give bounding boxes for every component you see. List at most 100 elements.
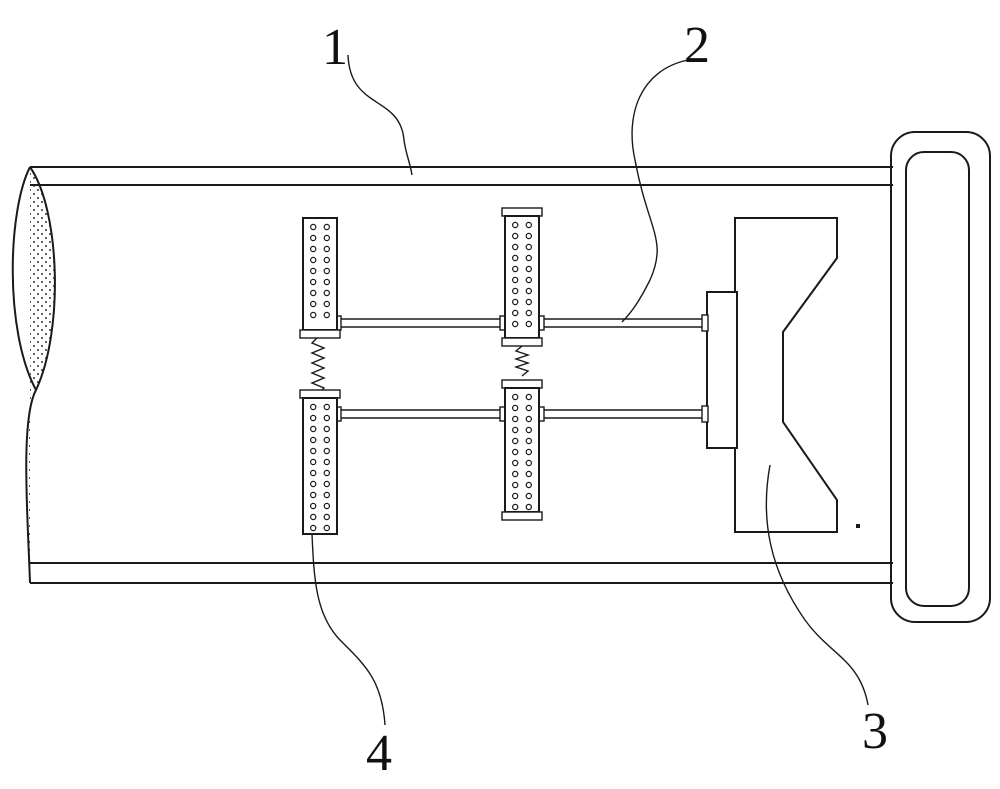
perforation-hole <box>512 298 519 306</box>
perforation-hole <box>512 448 519 456</box>
perforation-hole <box>323 513 330 521</box>
perforation-hole <box>310 414 317 422</box>
perforation-hole <box>512 481 519 489</box>
pad-block-bottom-right <box>501 379 543 521</box>
perforation-hole <box>525 287 533 295</box>
perforation-hole <box>323 403 330 411</box>
perforation-hole <box>323 447 330 455</box>
perforation-hole <box>323 300 330 308</box>
perforation-hole <box>310 491 317 499</box>
main-tube <box>30 166 893 584</box>
perforation-hole <box>525 393 533 401</box>
perforation-hole <box>512 320 519 328</box>
perforation-hole <box>310 425 317 433</box>
perforation-hole <box>525 320 533 328</box>
perforation-hole <box>512 309 519 317</box>
perforation-hole <box>512 426 519 434</box>
perforation-hole <box>525 265 533 273</box>
label-1: 1 <box>322 19 348 76</box>
perforation-hole <box>525 232 533 240</box>
perforation-hole <box>323 234 330 242</box>
perforation-hole <box>310 256 317 264</box>
perforation-hole <box>525 448 533 456</box>
label-2: 2 <box>684 17 710 74</box>
perforation-hole <box>323 245 330 253</box>
perforation-hole <box>310 436 317 444</box>
perforation-hole <box>512 287 519 295</box>
label-3: 3 <box>862 703 888 760</box>
perforation-hole <box>310 289 317 297</box>
perforation-hole <box>525 276 533 284</box>
perforation-hole <box>323 502 330 510</box>
perforation-hole <box>310 502 317 510</box>
perforation-hole <box>525 437 533 445</box>
perforation-hole <box>512 221 519 229</box>
perforation-hole <box>525 470 533 478</box>
springs <box>310 336 531 395</box>
perforation-hole <box>512 393 519 401</box>
perforation-hole <box>310 469 317 477</box>
perforation-hole <box>310 267 317 275</box>
perforation-hole <box>323 425 330 433</box>
pad-block-top-left <box>299 217 341 339</box>
perforation-hole <box>323 469 330 477</box>
perforation-hole <box>525 309 533 317</box>
perforation-hole <box>323 491 330 499</box>
perforation-hole <box>310 458 317 466</box>
perforation-hole <box>323 278 330 286</box>
clamp-block <box>706 217 838 533</box>
perforation-hole <box>310 480 317 488</box>
perforation-hole <box>310 403 317 411</box>
perforation-hole <box>310 447 317 455</box>
perforation-hole <box>310 524 317 532</box>
perforation-hole <box>310 311 317 319</box>
perforation-hole <box>512 232 519 240</box>
perforation-hole <box>525 481 533 489</box>
perforation-hole <box>525 404 533 412</box>
perforation-hole <box>525 492 533 500</box>
leader-lines <box>311 54 869 726</box>
pad-block-bottom-left <box>299 389 341 535</box>
perforation-hole <box>525 426 533 434</box>
perforation-hole <box>323 256 330 264</box>
perforation-hole <box>525 415 533 423</box>
perforation-hole <box>323 524 330 532</box>
handle <box>890 131 991 623</box>
perforation-hole <box>525 221 533 229</box>
small-mark <box>856 524 860 528</box>
perforation-hole <box>323 289 330 297</box>
perforation-hole <box>323 311 330 319</box>
perforation-hole <box>512 243 519 251</box>
perforation-hole <box>512 459 519 467</box>
perforation-hole <box>323 223 330 231</box>
perforation-hole <box>512 276 519 284</box>
perforation-hole <box>512 254 519 262</box>
perforation-hole <box>512 470 519 478</box>
perforation-hole <box>310 300 317 308</box>
perforation-hole <box>512 265 519 273</box>
label-4: 4 <box>366 725 392 782</box>
perforation-hole <box>525 243 533 251</box>
perforation-hole <box>323 436 330 444</box>
perforation-hole <box>323 480 330 488</box>
perforation-hole <box>525 298 533 306</box>
perforation-hole <box>525 254 533 262</box>
perforation-hole <box>323 267 330 275</box>
perforation-hole <box>512 492 519 500</box>
perforation-hole <box>310 245 317 253</box>
perforation-hole <box>512 437 519 445</box>
perforation-hole <box>310 513 317 521</box>
perforation-hole <box>525 503 533 511</box>
tube-break-section <box>11 166 56 584</box>
perforation-hole <box>310 234 317 242</box>
perforation-hole <box>310 278 317 286</box>
perforation-hole <box>512 404 519 412</box>
perforation-hole <box>525 459 533 467</box>
perforation-hole <box>310 223 317 231</box>
perforation-hole <box>323 458 330 466</box>
perforation-hole <box>512 415 519 423</box>
pad-block-top-right <box>501 207 543 347</box>
perforation-hole <box>323 414 330 422</box>
